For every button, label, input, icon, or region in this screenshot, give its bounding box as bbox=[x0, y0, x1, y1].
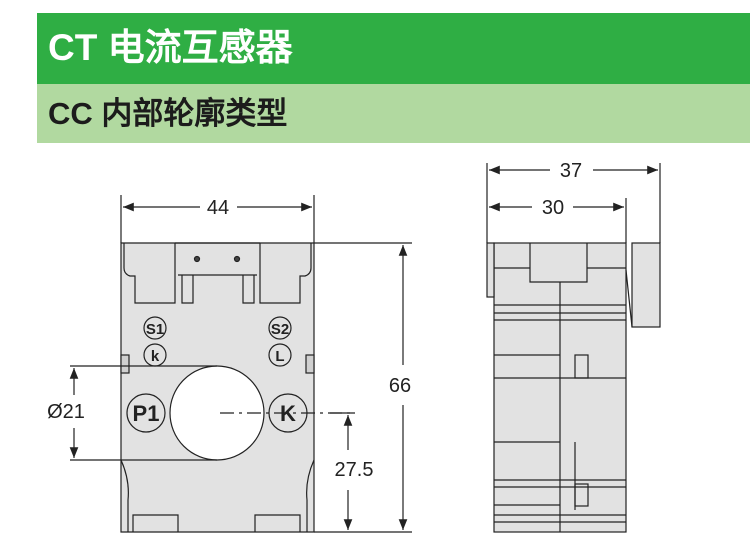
total-depth-dimension: 37 bbox=[560, 160, 582, 182]
height-dimension: 66 bbox=[389, 375, 411, 397]
page-subtitle: CC 内部轮廓类型 bbox=[48, 96, 288, 131]
header-bar bbox=[37, 13, 750, 84]
side-view bbox=[486, 163, 661, 533]
width-dimension: 44 bbox=[207, 197, 229, 219]
subheader-bar bbox=[37, 84, 750, 143]
terminal-k-small-label: k bbox=[151, 348, 160, 365]
terminal-s2-label: S2 bbox=[271, 321, 289, 338]
center-height-dimension: 27.5 bbox=[335, 459, 374, 481]
hole-diameter-dimension: Ø21 bbox=[47, 401, 85, 423]
terminal-p1-label: P1 bbox=[133, 401, 160, 426]
front-view bbox=[69, 195, 412, 533]
terminal-k-label: K bbox=[280, 401, 296, 426]
terminal-l-label: L bbox=[275, 348, 284, 365]
terminal-s1-label: S1 bbox=[146, 321, 164, 338]
page-title: CT 电流互感器 bbox=[48, 27, 293, 68]
body-depth-dimension: 30 bbox=[542, 197, 564, 219]
